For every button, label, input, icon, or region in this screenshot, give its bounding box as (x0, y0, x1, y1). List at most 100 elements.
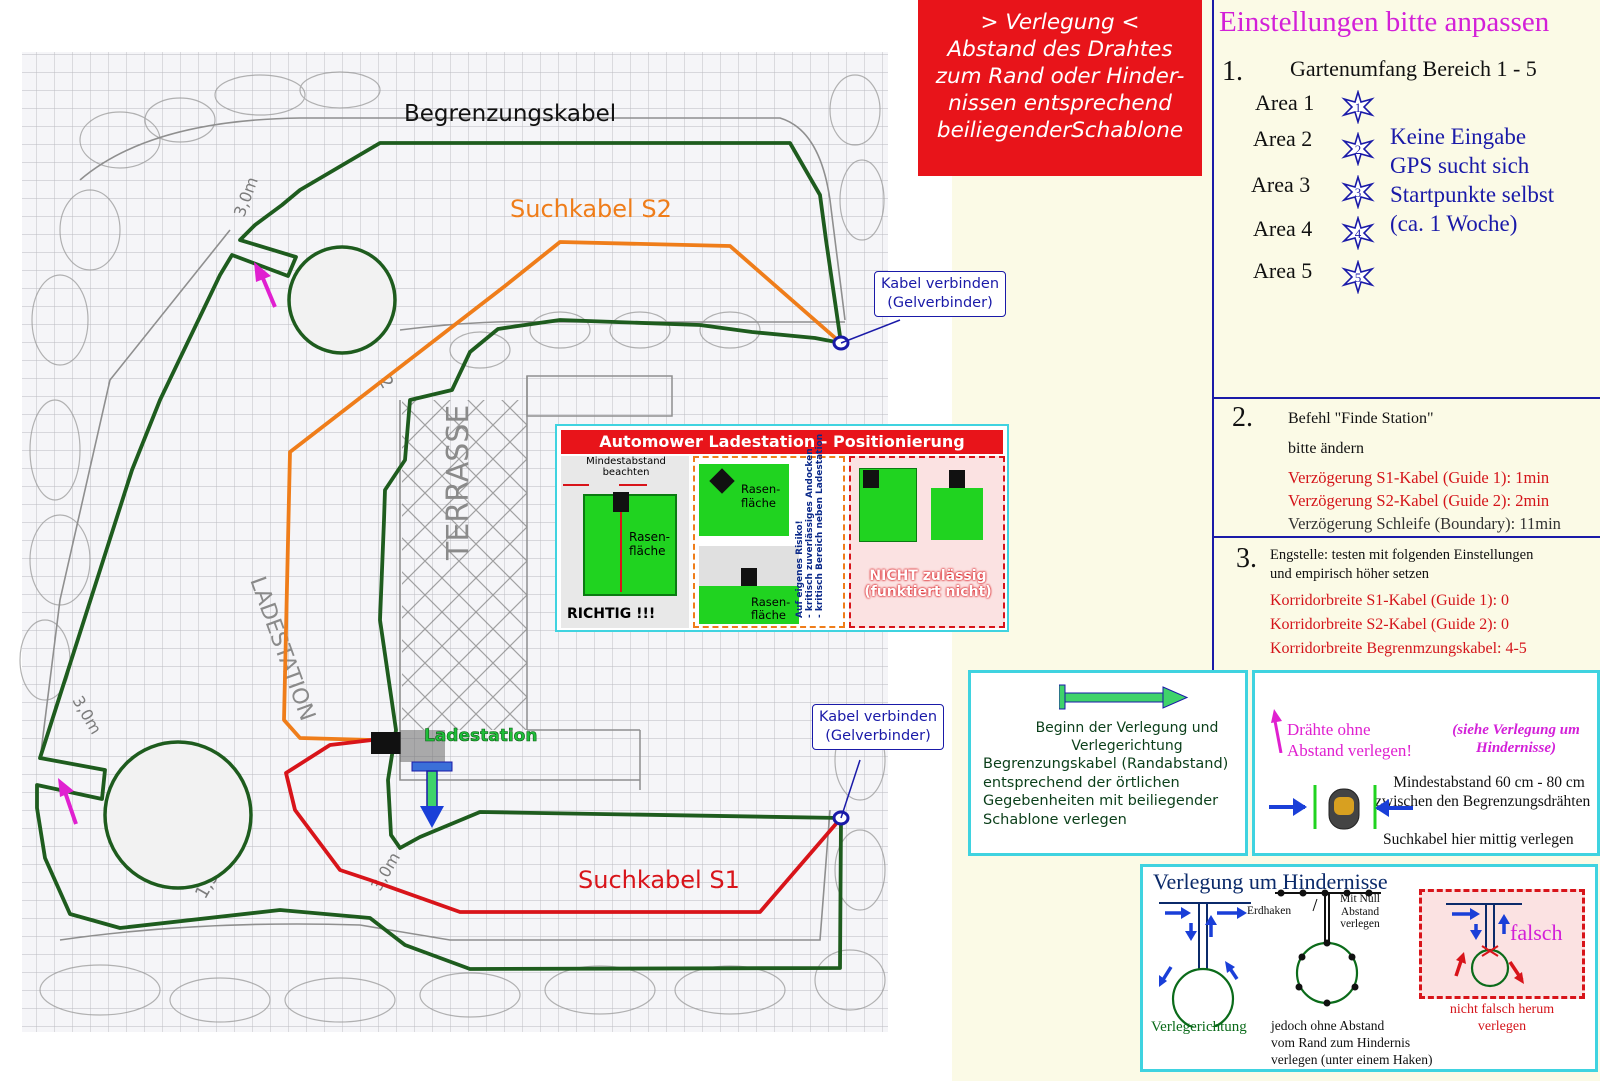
wrong-obstacle-example: falsch (1419, 889, 1585, 999)
section-3-line2: und empirisch höher setzen (1270, 566, 1430, 582)
sketch-terrasse-label: TERRASSE (441, 405, 476, 561)
zero-distance-diagram (1275, 889, 1381, 1007)
risk-text-line: - kritisch Bereich neben Ladestation (815, 433, 825, 618)
zero-distance-label: Abstand (1340, 905, 1380, 918)
install-note-line: Abstand des Drahtes (947, 37, 1173, 62)
gps-note: Keine Eingabe GPS sucht sich Startpunkte… (1390, 122, 1554, 238)
corridor-boundary: Korridorbreite Begrenmzungskabel: 4-5 (1270, 640, 1527, 657)
delay-boundary: Verzögerung Schleife (Boundary): 11min (1288, 514, 1561, 533)
lawn-label: fläche (741, 496, 776, 510)
area-1-label: Area 1 (1255, 90, 1315, 115)
section-2-line1: Befehl "Finde Station" (1288, 410, 1434, 427)
risk-text-line: Auf eigenes Risiko! (795, 520, 805, 618)
install-note-line: nissen entsprechend (948, 91, 1172, 116)
mower-between-wires-icon (1269, 785, 1377, 830)
install-note-line: zum Rand oder Hinder- (935, 64, 1185, 89)
without-distance-note: vom Rand zum Hindernis (1271, 1035, 1411, 1050)
lawn-label: Rasen- (741, 482, 781, 496)
area-4-label: Area 4 (1253, 216, 1313, 241)
install-note-line: > Verlegung < (980, 10, 1140, 35)
area-2-star-icon: 2 (1341, 131, 1375, 170)
settings-divider-2 (1212, 536, 1600, 538)
area-3-label: Area 3 (1251, 172, 1311, 197)
not-allowed-example: NICHT zulässig (funktiert nicht) (849, 456, 1005, 628)
min-distance-note: Mindestabstand 60 cm - 80 cm (1393, 774, 1585, 791)
legend-start-line: Gegebenheiten mit beiliegender (983, 793, 1219, 809)
legend-obstacles: Verlegung um Hindernisse Verlegerichtung… (1140, 864, 1598, 1072)
zero-distance-label: Mit Null (1340, 893, 1380, 905)
gps-note-line: Startpunkte selbst (1390, 182, 1555, 207)
gps-note-line: GPS sucht sich (1390, 153, 1530, 178)
direction-label: Verlegerichtung (1151, 1019, 1247, 1035)
section-2-number: 2. (1232, 402, 1253, 433)
sketch-shrubs (19, 71, 886, 1023)
settings-title: Einstellungen bitte anpassen (1219, 6, 1550, 38)
area-star-number: 1 (1355, 100, 1362, 115)
risky-example: Rasen- fläche Rasen- fläche Auf eigenes … (693, 434, 845, 628)
legend-start-direction: Beginn der Verlegung und Verlegerichtung… (968, 670, 1248, 856)
tree-obstacle-bottom (103, 740, 253, 890)
without-distance-note: jedoch ohne Abstand (1271, 1018, 1385, 1033)
correct-obstacle-diagram (1159, 902, 1251, 1027)
wrong-label: falsch (1510, 920, 1563, 945)
start-direction-arrow (411, 761, 453, 828)
area-1-star-icon: 1 (1341, 89, 1375, 128)
corridor-s1: Korridorbreite S1-Kabel (Guide 1): 0 (1270, 592, 1510, 609)
callout-top-line2: (Gelverbinder) (887, 295, 993, 311)
min-distance-line: beachten (602, 467, 650, 478)
corridor-s2: Korridorbreite S2-Kabel (Guide 2): 0 (1270, 616, 1510, 633)
install-note-line: beiliegenderSchablone (936, 118, 1184, 143)
area-3-star-icon: 3 (1341, 174, 1375, 213)
ground-hook-label: Erdhaken (1247, 905, 1292, 917)
min-distance-note: zwischen den Begrenzungsdrähten (1375, 793, 1591, 810)
lawn-label: fläche (629, 544, 666, 558)
risk-text-line: - kritisch zuverlässiges Andocken (805, 448, 815, 618)
guide-wire-s1 (284, 738, 843, 914)
guide-s1-label: Suchkabel S1 (578, 866, 740, 894)
callout-top-line1: Kabel verbinden (880, 276, 1000, 292)
obstacles-title: Verlegung um Hindernisse (1153, 869, 1388, 894)
magenta-arrow-bottom (58, 778, 78, 825)
area-5-label: Area 5 (1253, 258, 1313, 283)
no-distance-note: Drähte ohne (1287, 720, 1371, 739)
area-star-number: 4 (1355, 226, 1362, 241)
installation-note-box: > Verlegung < Abstand des Drahtes zum Ra… (918, 0, 1202, 176)
min-distance-line: Mindestabstand (586, 456, 666, 467)
gps-note-line: (ca. 1 Woche) (1390, 211, 1518, 236)
charging-station (371, 732, 401, 754)
section-1-title: Gartenumfang Bereich 1 - 5 (1290, 56, 1537, 81)
area-star-number: 5 (1355, 270, 1362, 285)
section-2-line2: bitte ändern (1288, 440, 1364, 457)
correct-example: Mindestabstand beachten Rasen- fläche RI… (561, 456, 689, 628)
positioning-panel: Automower Ladestation - Positionierung M… (555, 424, 1009, 632)
not-wrong-way-note: nicht falsch herum (1449, 1002, 1555, 1017)
guide-center-note: Suchkabel hier mittig verlegen (1383, 831, 1574, 848)
not-allowed-label: (funktiert nicht) (864, 584, 992, 600)
lawn-label: Rasen- (629, 530, 670, 544)
legend-start-line: Beginn der Verlegung und (1035, 720, 1219, 736)
legend-start-line: Verlegerichtung (1071, 738, 1183, 754)
settings-divider-vertical (1212, 0, 1214, 672)
not-allowed-label: NICHT zulässig (869, 568, 987, 584)
area-star-number: 2 (1355, 142, 1362, 157)
no-distance-note: Abstand verlegen! (1287, 741, 1413, 760)
delay-s2: Verzögerung S2-Kabel (Guide 2): 2min (1288, 491, 1550, 510)
area-2-label: Area 2 (1253, 126, 1313, 151)
section-1-number: 1. (1222, 56, 1243, 87)
area-4-star-icon: 4 (1341, 215, 1375, 254)
legend-start-line: Schablone verlegen (983, 811, 1127, 828)
section-3-number: 3. (1236, 543, 1257, 574)
connector-callout-bottom: Kabel verbinden (Gelverbinder) (812, 704, 944, 750)
boundary-wire-label: Begrenzungskabel (404, 101, 616, 127)
magenta-arrow-icon (1271, 709, 1283, 753)
legend-start-line: entsprechend der örtlichen (983, 774, 1180, 791)
not-wrong-way-note: verlegen (1477, 1019, 1527, 1034)
blue-arrow-left-icon (1375, 799, 1413, 817)
callout-bottom-line1: Kabel verbinden (818, 709, 938, 725)
magenta-arrow-top (254, 262, 277, 308)
guide-s2-label: Suchkabel S2 (510, 195, 672, 223)
obstacle-reference-note: (siehe Verlegung um (1452, 722, 1580, 738)
positioning-title: Automower Ladestation - Positionierung (561, 430, 1003, 454)
area-5-star-icon: 5 (1341, 259, 1375, 298)
obstacle-reference-note: Hindernisse) (1475, 740, 1556, 756)
